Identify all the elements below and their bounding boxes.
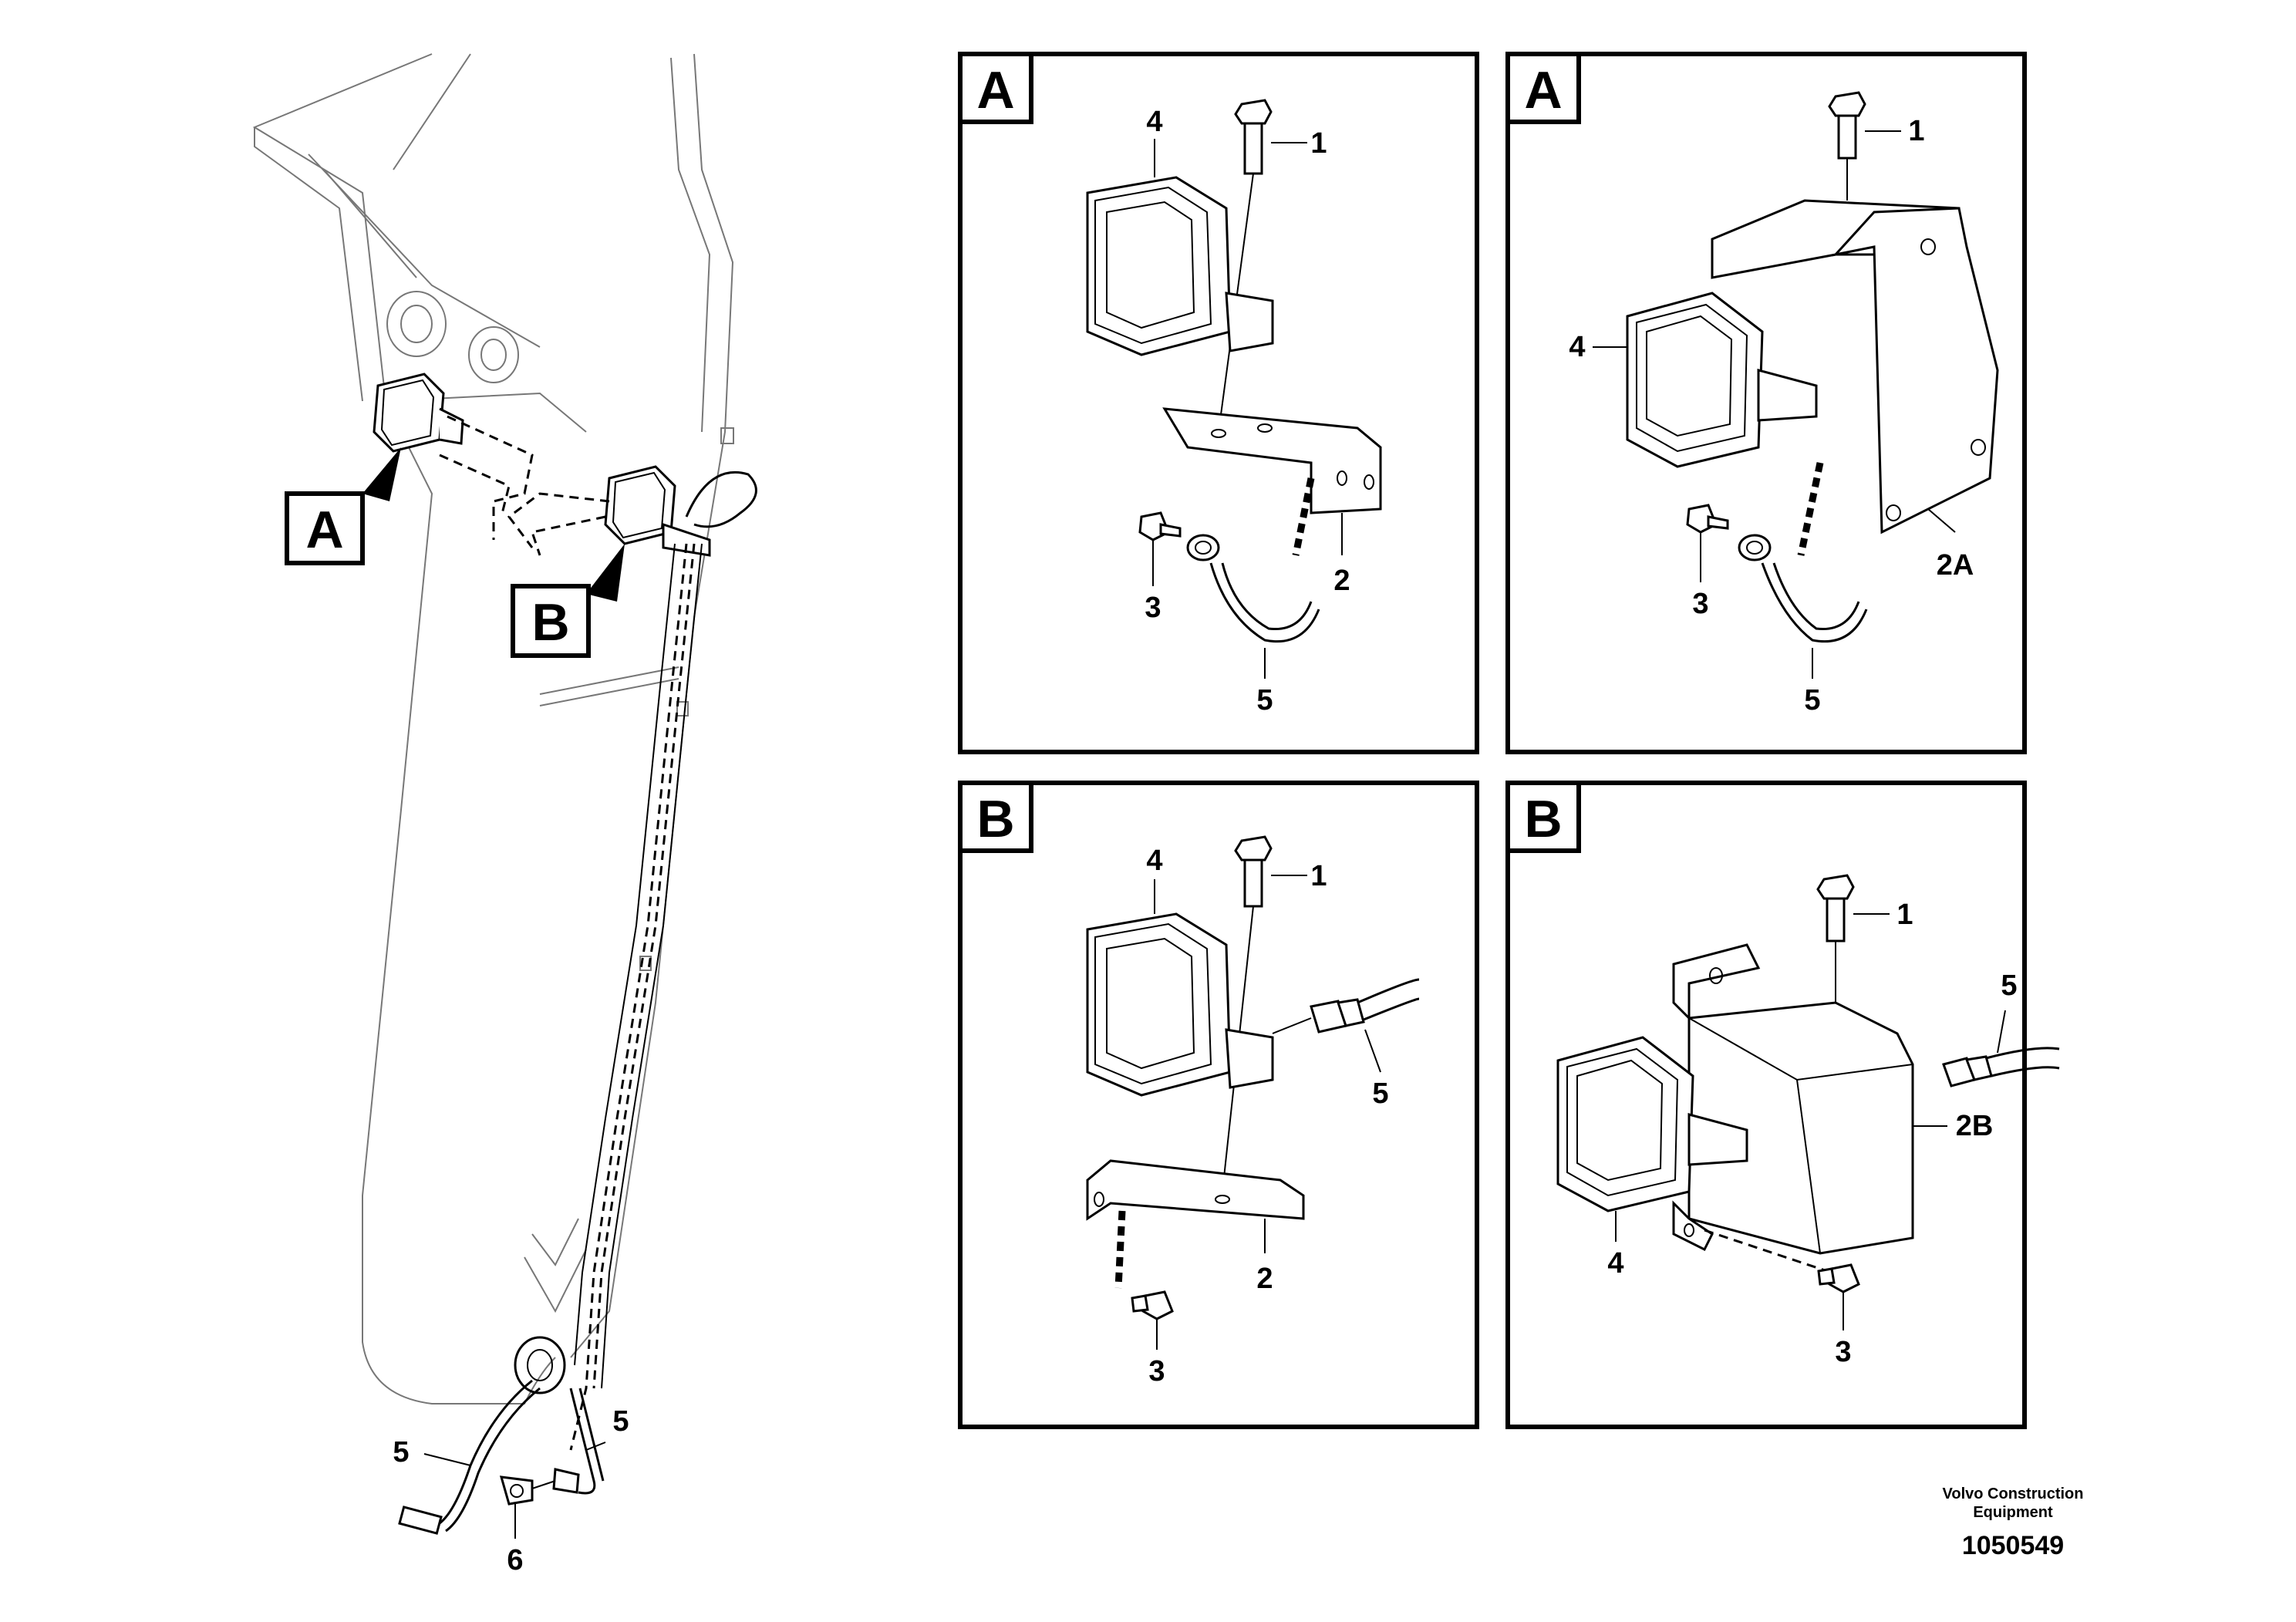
callout-b: B — [511, 544, 625, 658]
p4-label-bracket: 2B — [1956, 1110, 1994, 1142]
callout-b-label: B — [531, 593, 569, 652]
figure-number: 1050549 — [1961, 1531, 2065, 1560]
p3-label-screw: 1 — [1310, 860, 1327, 892]
label-clamp: 6 — [507, 1544, 523, 1576]
callout-a: A — [285, 447, 401, 565]
panel-a-standard: A 1 4 2 3 5 — [958, 52, 1479, 754]
panel-b-cover-tag: B — [1524, 790, 1562, 848]
panel-a-cover-tag: A — [1524, 61, 1562, 120]
p4-label-lamp: 4 — [1607, 1247, 1623, 1280]
p3-label-cable: 5 — [1372, 1077, 1388, 1110]
boom-overview — [252, 53, 734, 1404]
p2-label-lamp: 4 — [1569, 331, 1585, 363]
p4-label-cable: 5 — [2001, 969, 2017, 1002]
p1-label-bolt: 3 — [1145, 592, 1161, 624]
label-hose-right: 5 — [612, 1405, 629, 1438]
panel-b-standard-tag: B — [976, 790, 1014, 848]
footer-company-line1: Volvo Construction — [1942, 1485, 2084, 1502]
p3-label-bracket: 2 — [1256, 1263, 1273, 1295]
panel-b-cover: B 1 2B 4 5 3 — [1505, 781, 2060, 1429]
p1-label-cable: 5 — [1256, 684, 1273, 717]
boom-lamp-b — [507, 465, 757, 557]
p3-label-lamp: 4 — [1146, 845, 1162, 877]
p4-label-screw: 1 — [1896, 899, 1913, 931]
overview-labels: 5 5 6 — [393, 1405, 629, 1576]
footer-company: Volvo Construction Equipment — [1866, 1485, 2159, 1522]
panel-b-standard: B 1 4 5 2 3 — [958, 781, 1479, 1429]
p2-label-bolt: 3 — [1692, 588, 1708, 620]
p2-label-cable: 5 — [1804, 684, 1820, 717]
boom-cable-harness — [398, 543, 703, 1535]
p4-label-bolt: 3 — [1835, 1336, 1851, 1368]
p3-label-bolt: 3 — [1148, 1355, 1165, 1388]
footer-company-line2: Equipment — [1973, 1504, 2053, 1521]
panel-a-cover: A 1 2A 4 3 5 — [1505, 52, 2027, 754]
p1-label-lamp: 4 — [1146, 106, 1162, 138]
p2-label-bracket: 2A — [1937, 549, 1974, 582]
p1-label-bracket: 2 — [1333, 565, 1350, 597]
p1-label-screw: 1 — [1310, 127, 1327, 160]
label-hose-left: 5 — [393, 1436, 409, 1469]
p2-label-screw: 1 — [1908, 115, 1924, 147]
panel-a-standard-tag: A — [976, 61, 1014, 120]
boom-lamp-a — [373, 373, 534, 540]
callout-a-label: A — [305, 501, 343, 559]
